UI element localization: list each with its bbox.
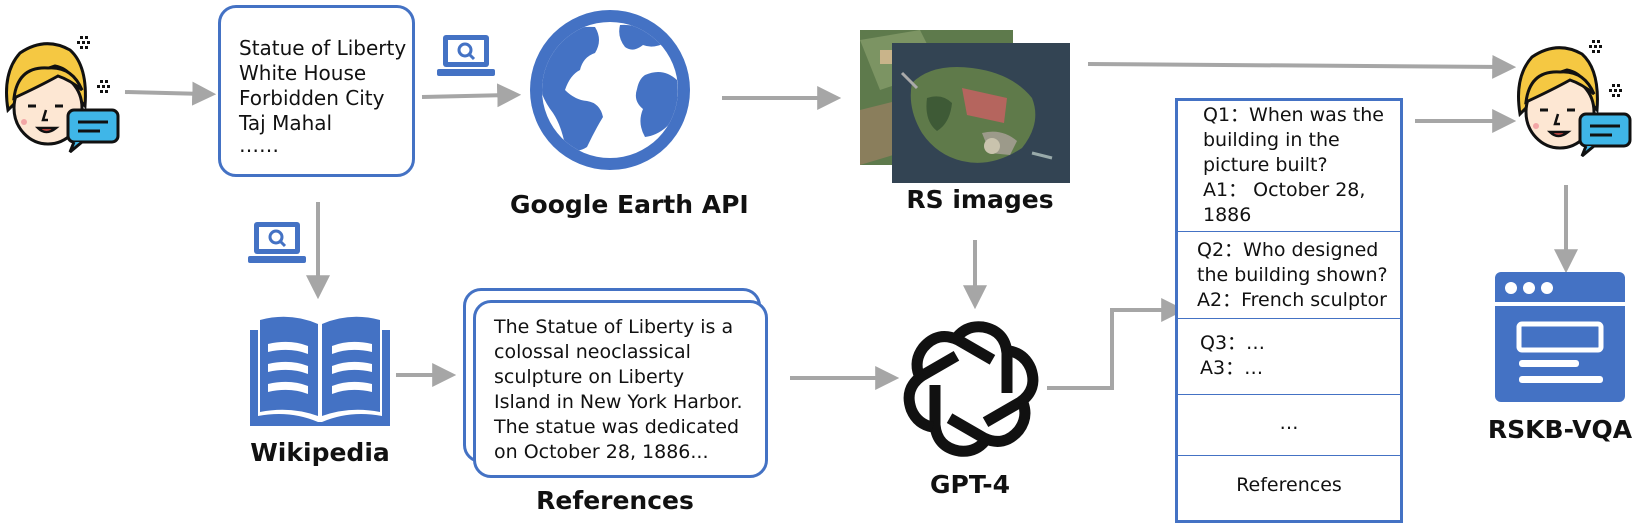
reference-line: on October 28, 1886... [494, 441, 709, 463]
person-speech-icon [5, 36, 120, 153]
qa-references-row: References [1178, 456, 1400, 523]
qa-ellipsis: … [1279, 412, 1299, 434]
reference-line: colossal neoclassical [494, 341, 691, 363]
reference-line: The statue was dedicated [494, 416, 740, 438]
gpt4-label: GPT-4 [930, 470, 1010, 499]
person-speech-icon [1517, 40, 1632, 157]
arrow-landmarks-to-globe [421, 83, 522, 108]
landmark-item: Taj Mahal [239, 111, 333, 135]
qa-ellipsis-row: … [1178, 395, 1400, 456]
qa-line: A3：… [1200, 357, 1264, 379]
qa-line: A1： October 28, [1203, 179, 1366, 201]
globe-icon [530, 10, 690, 170]
reference-line: The Statue of Liberty is a [494, 316, 734, 338]
qa-line: 1886 [1203, 204, 1252, 226]
references-box: The Statue of Liberty is a colossal neoc… [473, 300, 768, 478]
qa-line: picture built? [1203, 154, 1328, 176]
laptop-search-icon [248, 222, 306, 263]
rs-image-front [892, 43, 1070, 183]
landmark-item: White House [239, 61, 367, 85]
arrow-user-to-landmarks [124, 81, 217, 106]
landmark-list: Statue of Liberty White House Forbidden … [239, 36, 412, 157]
landmark-item: Forbidden City [239, 86, 385, 110]
landmark-item: Statue of Liberty [239, 36, 407, 60]
reference-line: sculpture on Liberty [494, 366, 685, 388]
web-page-icon [1495, 272, 1625, 402]
rs-images-label: RS images [906, 185, 1054, 214]
arrow-gpt-to-qa [1047, 298, 1186, 390]
openai-logo-icon [903, 321, 1039, 457]
google-earth-label: Google Earth API [510, 190, 749, 219]
qa-pair-2: Q2：Who designed the building shown? A2：F… [1178, 232, 1400, 319]
qa-references: References [1236, 474, 1342, 496]
qa-line: the building shown? [1197, 264, 1388, 286]
wikipedia-label: Wikipedia [250, 438, 390, 467]
qa-line: Q2：Who designed [1197, 239, 1379, 261]
references-label: References [536, 486, 694, 515]
book-icon [250, 316, 390, 426]
qa-pair-3: Q3：… A3：… [1178, 319, 1400, 395]
qa-line: A2：French sculptor [1197, 289, 1387, 311]
laptop-search-icon [437, 35, 495, 76]
qa-pair-1: Q1：When was the building in the picture … [1178, 101, 1400, 232]
reference-text: The Statue of Liberty is a colossal neoc… [494, 315, 765, 465]
reference-line: Island in New York Harbor. [494, 391, 743, 413]
landmark-list-box: Statue of Liberty White House Forbidden … [218, 5, 415, 177]
qa-panel: Q1：When was the building in the picture … [1175, 98, 1403, 523]
qa-line: Q1：When was the [1203, 104, 1384, 126]
rskb-vqa-label: RSKB-VQA [1487, 415, 1633, 444]
landmark-item: …… [239, 133, 279, 157]
arrow-rs-to-user2 [1087, 54, 1517, 79]
qa-line: Q3：… [1200, 332, 1266, 354]
qa-line: building in the [1203, 129, 1340, 151]
